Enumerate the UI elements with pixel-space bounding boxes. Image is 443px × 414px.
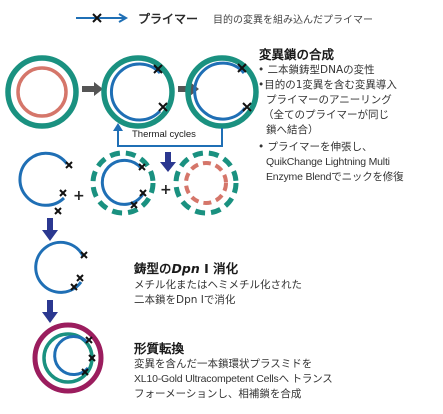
thermal-cycle-loop [113, 123, 223, 147]
legend-primer-icon [76, 13, 129, 23]
plasmid-hybrid-duplex [90, 150, 156, 216]
bullet-line: •目的の1変異を含む変異導入 [258, 79, 397, 91]
description-line: メチル化またはヘミメチル化された [134, 279, 302, 291]
bullet-line: プライマーのアニーリング [266, 94, 392, 106]
process-arrow-icon [82, 82, 103, 96]
description-line: XL10-Gold Ultracompetent Cellsへ トランス [134, 373, 333, 385]
plasmid-primer-extended [185, 55, 259, 129]
step2-title-prefix: 鋳型の [134, 261, 172, 276]
step3-title: 形質転換 [134, 341, 185, 356]
plasmid-parental-template [173, 150, 239, 216]
legend-title: プライマー [138, 12, 199, 26]
bullet-line: Enzyme Blendでニックを修復 [266, 171, 404, 183]
plasmid-mutant-strand-nicked [18, 151, 73, 215]
thermal-cycles-label: Thermal cycles [132, 129, 196, 140]
bullet-line: • 二本鎖鋳型DNAの変性 [258, 64, 375, 76]
bullet-line: QuikChange Lightning Multi [266, 156, 390, 168]
plus-sign: + [160, 182, 172, 198]
step2-description: メチル化またはヘミメチル化された 二本鎖をDpn Iで消化 [134, 278, 434, 308]
description-line: 二本鎖をDpn Iで消化 [134, 294, 236, 306]
down-arrow-icon [160, 152, 176, 172]
description-line: 変異を含んだ一本鎖環状プラスミドを [134, 358, 313, 370]
plasmid-primer-annealed [101, 55, 175, 129]
step1-title: 変異鎖の合成 [259, 47, 335, 62]
step2-title-enzyme: Dpn [171, 261, 200, 276]
down-arrow-icon [42, 300, 58, 323]
step3-description: 変異を含んだ一本鎖環状プラスミドを XL10-Gold Ultracompete… [134, 357, 439, 402]
transformed-cell [32, 322, 104, 394]
step2-title-suffix: I 消化 [199, 261, 239, 276]
plasmid-mutant-single-strand [34, 240, 88, 294]
down-arrow-icon [42, 218, 58, 241]
legend-description: 目的の変異を組み込んだプライマー [213, 15, 373, 26]
description-line: フォーメーションし、相補鎖を合成 [134, 388, 302, 400]
bullet-line: • プライマーを伸張し、 [258, 141, 373, 153]
step2-title: 鋳型のDpn I 消化 [134, 258, 238, 277]
step1-bullet-list: • 二本鎖鋳型DNAの変性 •目的の1変異を含む変異導入 プライマーのアニーリン… [258, 63, 442, 185]
plus-sign: + [73, 188, 85, 204]
bullet-line: （全てのプライマーが同じ [263, 109, 389, 121]
bullet-line: 鎖へ結合） [266, 124, 319, 136]
plasmid-template-double-strand [5, 55, 79, 129]
